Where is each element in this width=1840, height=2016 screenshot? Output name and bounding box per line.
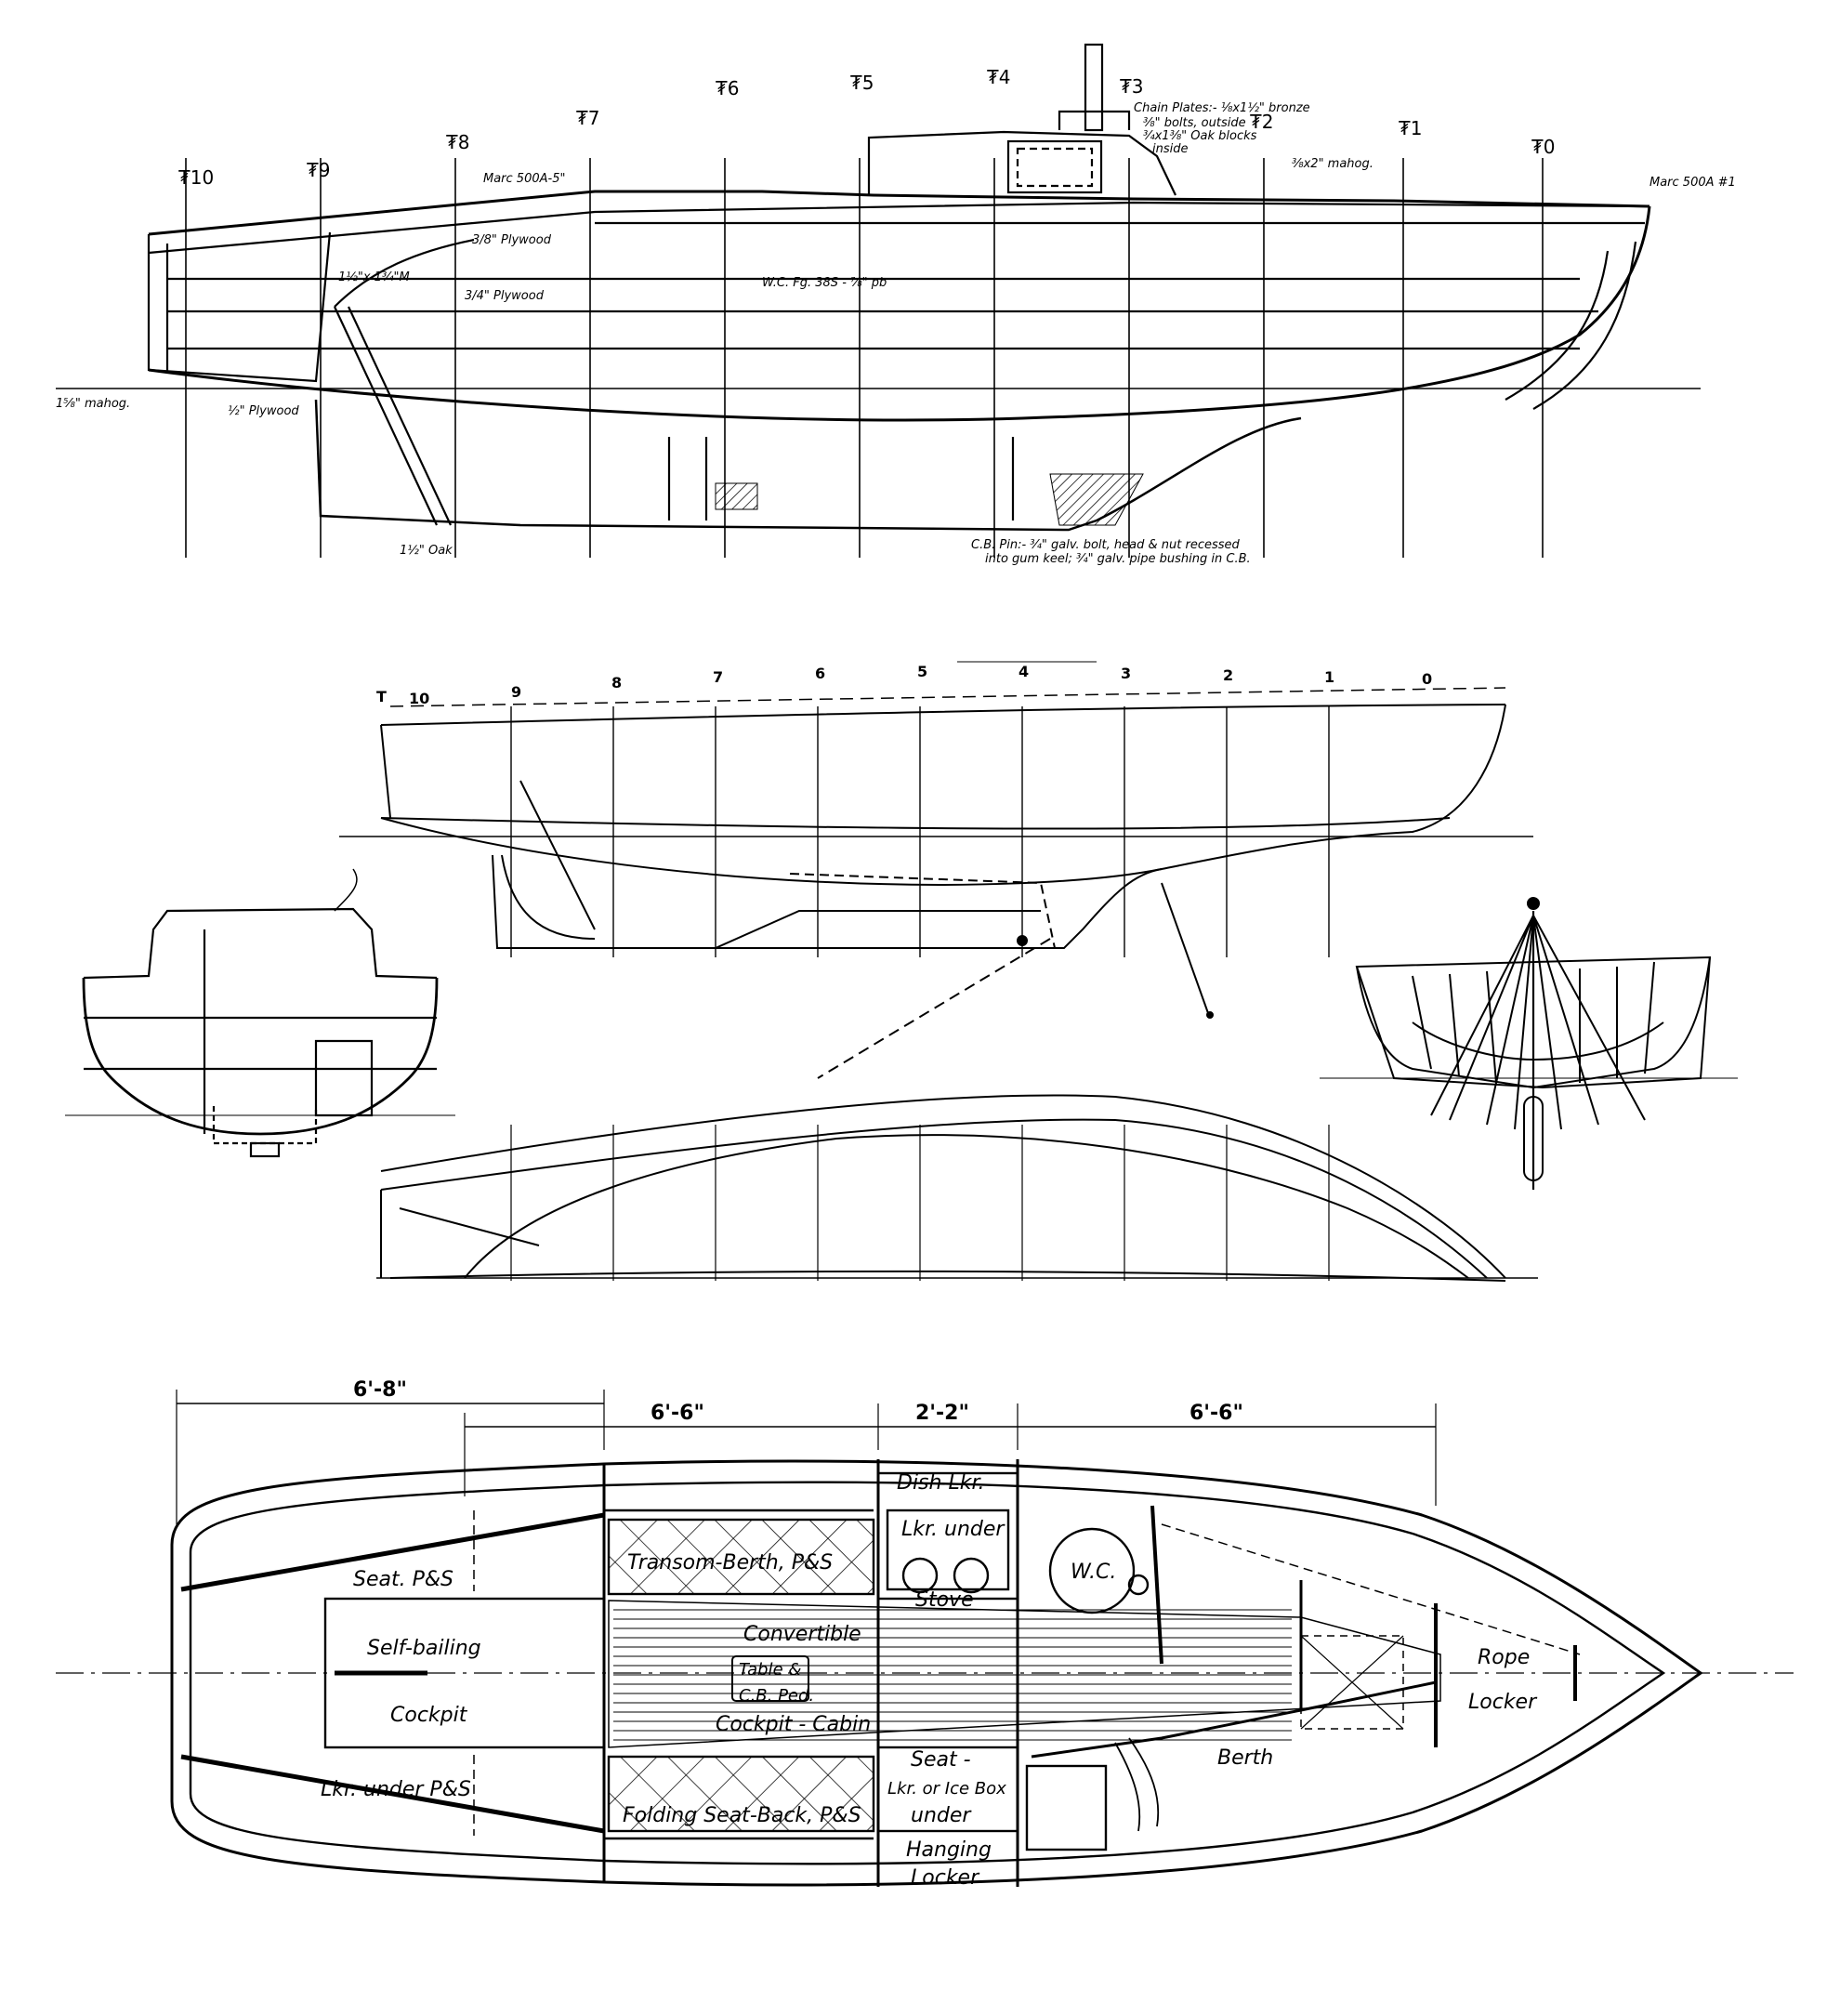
label-rope: Rope [1478, 1646, 1530, 1669]
note-oak-stem: 1½" Oak [400, 544, 453, 558]
label-under: under [911, 1804, 972, 1827]
cabin-sole-planking [613, 1609, 1292, 1741]
half-breadth-plan [376, 1094, 1538, 1282]
label-seat-ps: Seat. P&S [353, 1568, 453, 1591]
station-label: 3 [1121, 665, 1131, 682]
note-beam-left: 1½"x 1¾"M [338, 270, 410, 284]
station-label: ₮3 [1120, 75, 1143, 98]
label-hanging: Hanging [906, 1838, 992, 1862]
profile-station-labels: ₮10 ₮9 ₮8 ₮7 ₮6 ₮5 ₮4 ₮3 ₮2 ₮1 ₮0 [178, 66, 1555, 189]
station-label: 0 [1422, 670, 1432, 688]
station-label: 8 [611, 674, 622, 692]
label-seat: Seat - [911, 1748, 971, 1772]
note-plywood-3-8: 3/8" Plywood [472, 233, 552, 247]
body-plan [1320, 897, 1738, 1190]
label-folding-seat-back: Folding Seat-Back, P&S [623, 1804, 861, 1827]
lines-drawing [339, 661, 1533, 1079]
plan-labels: Seat. P&S Self-bailing Cockpit Lkr. unde… [321, 1471, 1538, 1890]
dimension-forecabin: 6'-6" [1189, 1402, 1243, 1425]
note-mahog-mid: ⅜x2" mahog. [1292, 157, 1373, 171]
station-label: 9 [511, 683, 521, 701]
label-lkr-under: Lkr. under [901, 1518, 1005, 1541]
label-self-bailing: Self-bailing [367, 1637, 481, 1660]
label-table: Table & [739, 1660, 801, 1680]
note-plywood-half: ½" Plywood [228, 404, 299, 418]
label-transom-berth: Transom-Berth, P&S [627, 1551, 833, 1575]
label-lkr-ice-box: Lkr. or Ice Box [887, 1779, 1006, 1799]
plan-dimensions: 6'-8" 6'-6" 2'-2" 6'-6" [353, 1378, 1243, 1425]
label-convertible: Convertible [743, 1623, 861, 1646]
station-label: 2 [1223, 666, 1233, 684]
note-inside: inside [1152, 142, 1189, 156]
station-label: ₮9 [307, 159, 330, 181]
lines-station-labels: T 10 9 8 7 6 5 4 3 2 1 0 [376, 663, 1432, 707]
profile-station-lines [185, 158, 1544, 558]
profile-notes: Marc 500A-5" 3/8" Plywood 3/4" Plywood 1… [56, 101, 1736, 566]
station-label: ₮6 [716, 77, 739, 99]
half-breadth-station-lines [510, 1125, 1330, 1281]
station-label: ₮1 [1399, 117, 1422, 139]
station-label: ₮8 [446, 131, 469, 153]
label-rope-locker: Locker [1468, 1691, 1538, 1714]
dimension-cockpit: 6'-8" [353, 1378, 407, 1402]
station-label: ₮10 [178, 166, 214, 189]
label-lkr-under-ps: Lkr. under P&S [321, 1778, 471, 1801]
dimension-main-cabin: 6'-6" [651, 1402, 704, 1425]
station-label: 7 [713, 668, 723, 686]
note-cb-pin: C.B. Pin:- ¾" galv. bolt, head & nut rec… [971, 538, 1241, 552]
label-wc: W.C. [1071, 1561, 1116, 1584]
accommodation-plan [56, 1390, 1794, 1887]
label-cockpit: Cockpit [390, 1704, 468, 1727]
label-cockpit-cabin: Cockpit - Cabin [716, 1713, 871, 1736]
station-label: 1 [1324, 668, 1334, 686]
label-cb-ped: C.B. Ped. [739, 1686, 814, 1706]
station-label: ₮0 [1531, 136, 1555, 158]
note-cb-pin-2: into gum keel; ¾" galv. pipe bushing in … [985, 552, 1251, 566]
note-marc-bow: Marc 500A #1 [1649, 176, 1736, 190]
station-label: T [376, 688, 387, 705]
station-label: 4 [1019, 663, 1029, 680]
station-label: 5 [917, 663, 927, 680]
lines-station-lines [510, 706, 1330, 957]
station-label: ₮7 [576, 107, 599, 129]
note-plywood-3-4: 3/4" Plywood [465, 289, 545, 303]
station-label: 10 [409, 690, 429, 707]
label-locker: Locker [911, 1866, 980, 1890]
construction-profile-view [56, 43, 1701, 532]
midship-section [65, 868, 455, 1158]
label-berth: Berth [1217, 1746, 1273, 1770]
note-marc-top: Marc 500A-5" [483, 172, 565, 186]
note-bolts-outside: ⅜" bolts, outside [1143, 116, 1246, 130]
station-label: ₮4 [987, 66, 1010, 88]
table-outline [731, 1655, 809, 1702]
note-chain-plates: Chain Plates:- ⅛x1½" bronze [1134, 101, 1310, 115]
note-wc-pipe: W.C. Fg. 38S - ⅞" pb [762, 276, 887, 290]
station-label: 6 [815, 665, 825, 682]
dimension-galley: 2'-2" [915, 1402, 969, 1425]
note-oak-blocks: ¾x1⅜" Oak blocks [1143, 129, 1257, 143]
label-stove: Stove [915, 1588, 974, 1612]
note-mahog-left: 1⅝" mahog. [56, 397, 130, 411]
station-label: ₮2 [1250, 111, 1273, 133]
station-label: ₮5 [850, 72, 874, 94]
label-dish-lkr: Dish Lkr. [897, 1471, 984, 1495]
